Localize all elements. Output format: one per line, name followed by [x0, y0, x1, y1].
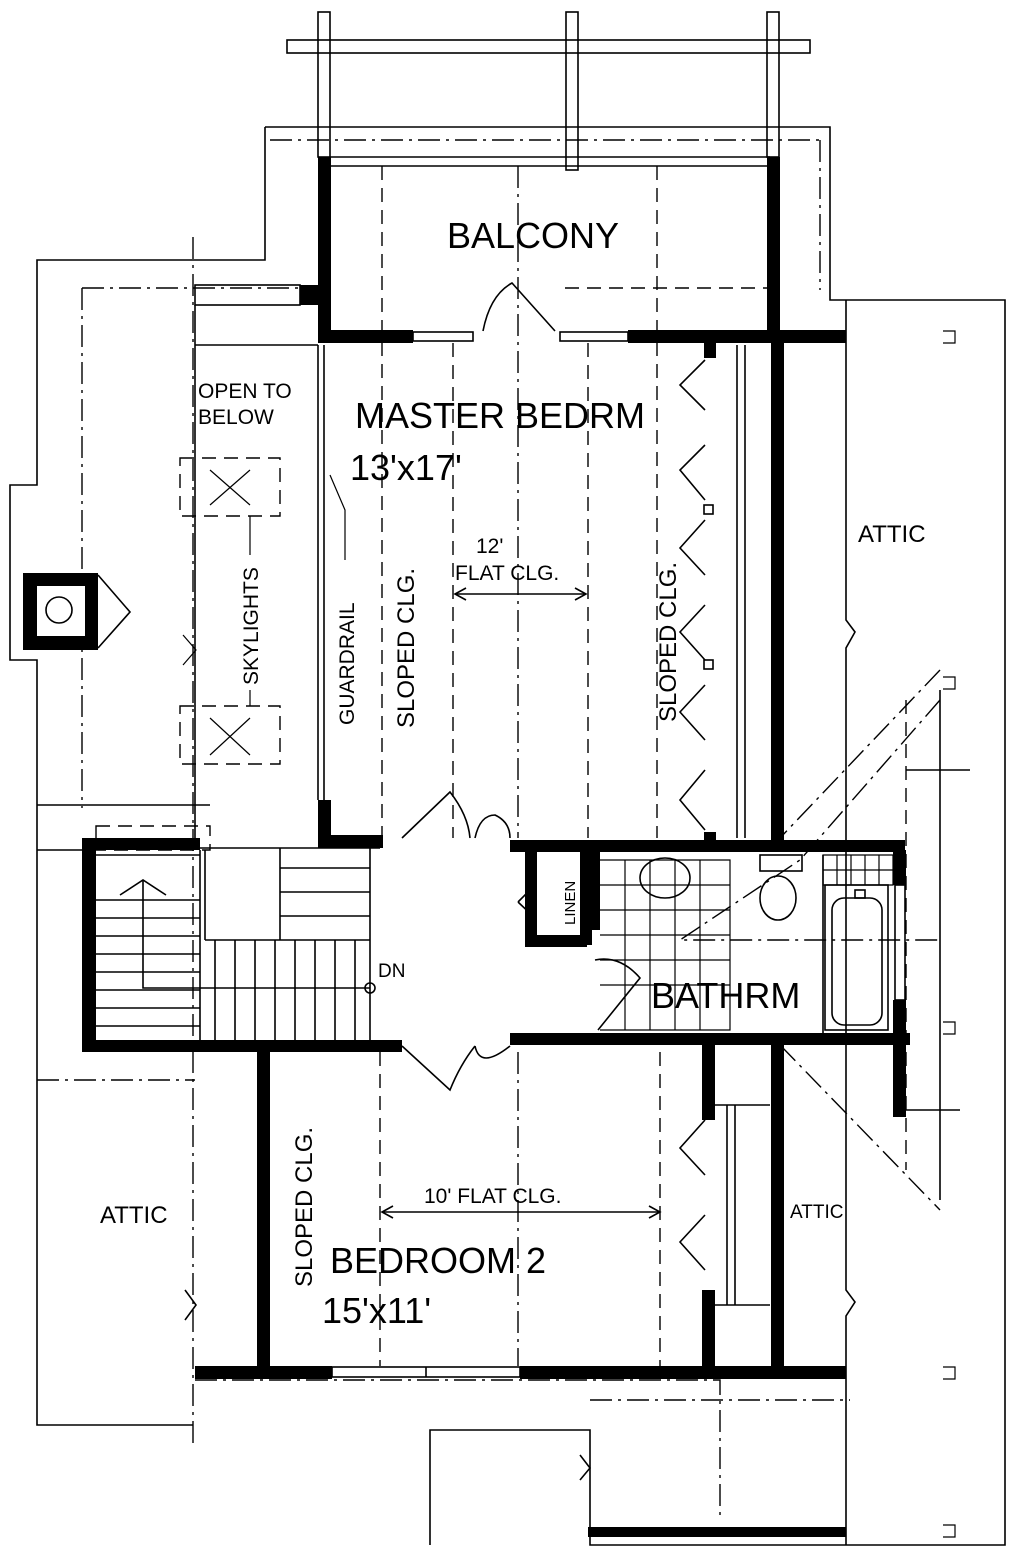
balcony-structure [286, 11, 811, 171]
stair-down-label: DN [378, 961, 405, 982]
open-to-below-label-2: BELOW [198, 406, 274, 429]
attic-small-label: ATTIC [790, 1202, 843, 1223]
doors [401, 281, 642, 1092]
stairs [95, 825, 380, 1040]
sloped-ceiling-right-label: SLOPED CLG. [655, 562, 682, 722]
roof-outline [9, 126, 1006, 1546]
flat-ceiling-master-label-1: 12' [476, 535, 503, 558]
attic-left-label: ATTIC [100, 1202, 168, 1229]
walls [23, 157, 910, 1537]
chimney [45, 574, 132, 649]
bedroom2-closet [678, 1104, 780, 1306]
master-bedroom-label: MASTER BEDRM [355, 395, 645, 436]
roof-right [184, 300, 970, 1545]
bathroom-label: BATHRM [651, 975, 800, 1016]
guardrail-area [179, 305, 346, 838]
sloped-ceiling-bedroom2-label: SLOPED CLG. [291, 1127, 318, 1287]
ceiling-lines [192, 166, 770, 1445]
windows [83, 284, 906, 1378]
flat-ceiling-master-label-2: FLAT CLG. [455, 562, 559, 585]
dimension-lines [380, 587, 662, 1219]
bathroom-fixtures [600, 854, 894, 1035]
sloped-ceiling-left-label: SLOPED CLG. [393, 568, 420, 728]
room-labels: BALCONY MASTER BEDRM 13'x17' OPEN TO BEL… [100, 215, 926, 1331]
master-bedroom-dims: 13'x17' [350, 447, 462, 488]
attic-right-label: ATTIC [858, 521, 926, 548]
bedroom2-label: BEDROOM 2 [330, 1240, 546, 1281]
master-closet [678, 345, 780, 838]
balcony-label: BALCONY [447, 215, 619, 256]
skylights-label: SKYLIGHTS [240, 567, 263, 685]
flat-ceiling-bedroom2-label: 10' FLAT CLG. [424, 1185, 561, 1208]
guardrail-label: GUARDRAIL [336, 602, 359, 725]
open-to-below-label-1: OPEN TO [198, 380, 292, 403]
linen-label: LINEN [562, 881, 579, 925]
bedroom2-dims: 15'x11' [322, 1290, 431, 1331]
